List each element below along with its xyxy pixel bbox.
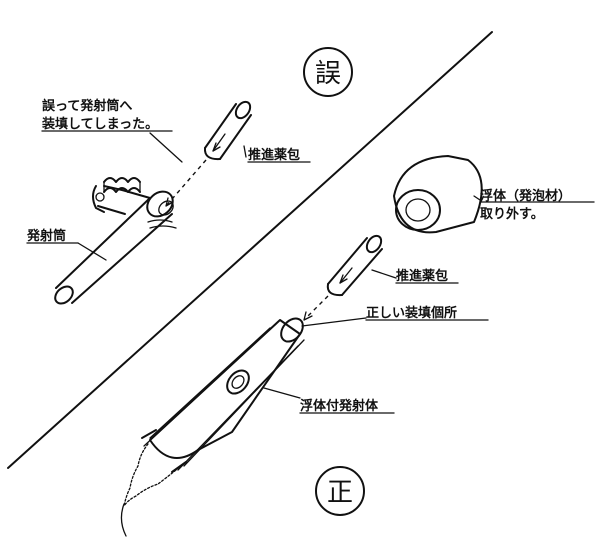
correct-propellant-leader	[371, 269, 397, 279]
float-projectile	[120, 317, 305, 537]
float-leader	[473, 195, 481, 201]
correct-propellant-label: 推進薬包	[396, 268, 448, 284]
launcher-leader	[77, 242, 107, 261]
wrong-note-leader	[149, 132, 183, 163]
correct-insertion-arrowhead	[303, 311, 313, 321]
projectile-leader	[263, 387, 301, 399]
wrong-mark-circle	[303, 47, 353, 97]
wrong-propellant-cartridge	[203, 100, 252, 161]
launcher-label: 発射筒	[26, 228, 66, 244]
loading-point-label: 正しい装填個所	[366, 305, 457, 321]
wrong-mark-text: 誤	[315, 59, 341, 89]
float-label-line1: 浮体（発泡材）	[480, 188, 571, 204]
correct-mark: 正	[315, 466, 365, 516]
correct-mark-circle	[315, 466, 365, 516]
wrong-mark: 誤	[303, 47, 353, 97]
wrong-note-line1: 誤って発射筒へ	[42, 98, 132, 114]
correct-mark-text: 正	[327, 478, 353, 508]
float-foam-block	[393, 155, 483, 234]
wrong-propellant-leader	[243, 145, 247, 158]
loading-point-leader	[301, 317, 367, 327]
launcher-tube	[54, 177, 177, 305]
projectile-label: 浮体付発射体	[300, 398, 379, 414]
divider-line	[7, 31, 493, 469]
correct-insertion-path	[303, 295, 329, 321]
float-label-line2: 取り外す。	[480, 206, 544, 222]
wrong-note-line2: 装填してしまった。	[41, 116, 158, 132]
wrong-propellant-label: 推進薬包	[248, 147, 300, 163]
correct-propellant-cartridge	[326, 234, 383, 297]
